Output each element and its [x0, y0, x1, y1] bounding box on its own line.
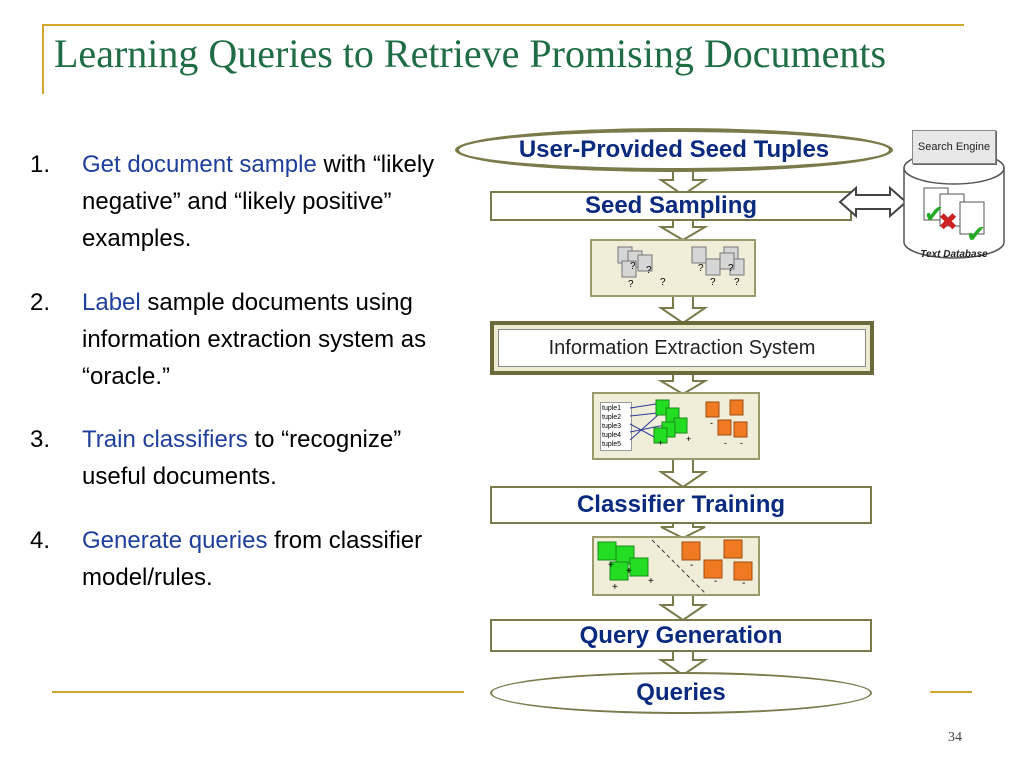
tuple-item: tuple1: [602, 405, 622, 412]
step-highlight: Train classifiers: [82, 426, 248, 454]
cross-icon: ✖: [938, 208, 958, 236]
tuple-item: tuple4: [602, 432, 622, 439]
bottom-rule-right: [930, 691, 972, 693]
step-text: Train classifiers to “recognize” useful …: [82, 421, 450, 495]
tuple-item: tuple2: [602, 414, 622, 421]
query-generation-label: Query Generation: [579, 622, 783, 649]
check-icon: ✔: [924, 200, 944, 228]
ie-system-box: Information Extraction System: [490, 321, 874, 375]
down-arrow: [657, 219, 709, 241]
tuple-item: tuple5: [602, 441, 622, 448]
minus-sign: -: [714, 576, 718, 587]
classifier-boundary-icon: [597, 539, 753, 595]
text-database-label: Text Database: [920, 249, 988, 260]
title-frame-left-line: [42, 24, 44, 94]
question-mark: ?: [728, 263, 734, 274]
search-engine-box: Search Engine: [912, 130, 996, 164]
plus-sign: +: [648, 576, 654, 587]
seed-tuples-label: User-Provided Seed Tuples: [518, 136, 830, 163]
question-mark: ?: [710, 277, 716, 288]
queries-label: Queries: [636, 679, 726, 706]
step-highlight: Generate queries: [82, 526, 268, 554]
tuple-list: tuple1 tuple2 tuple3 tuple4 tuple5: [600, 402, 632, 451]
step-text: Get document sample with “likely negativ…: [82, 146, 450, 258]
question-mark: ?: [734, 277, 740, 288]
query-generation-box: Query Generation: [490, 619, 872, 652]
search-engine-label: Search Engine: [917, 141, 991, 153]
slide-title: Learning Queries to Retrieve Promising D…: [54, 31, 887, 76]
down-arrow: [657, 458, 709, 488]
seed-tuples-oval: User-Provided Seed Tuples: [455, 128, 893, 172]
step-rest: sample documents using information extra…: [82, 288, 427, 390]
question-mark: ?: [628, 279, 634, 290]
bottom-rule-left: [52, 691, 464, 693]
database-documents-icon: ✔ ✖ ✔: [923, 187, 986, 242]
plus-sign: +: [626, 566, 632, 577]
minus-sign: -: [690, 560, 694, 571]
step-highlight: Label: [82, 288, 141, 316]
step-number: 2.: [30, 288, 51, 316]
steps-list: 1. Get document sample with “likely nega…: [30, 146, 450, 622]
seed-sampling-label: Seed Sampling: [584, 192, 758, 219]
double-arrow: [838, 185, 908, 219]
check-icon: ✔: [966, 220, 986, 242]
step-number: 3.: [30, 426, 51, 454]
minus-sign: -: [742, 578, 746, 589]
question-mark: ?: [646, 265, 652, 276]
step-rest: to “recognize” useful documents.: [82, 426, 402, 491]
page-number: 34: [948, 730, 962, 745]
title-frame-top-line: [42, 24, 964, 26]
plus-sign: +: [658, 438, 664, 448]
unlabeled-documents-icon: [617, 246, 745, 278]
step-text: Generate queries from classifier model/r…: [82, 522, 450, 596]
tuple-links-icon: [629, 399, 748, 444]
question-mark: ?: [630, 261, 636, 272]
classifier-training-box: Classifier Training: [490, 486, 872, 524]
plus-sign: +: [608, 560, 614, 571]
step-highlight: Get document sample: [82, 151, 317, 178]
classifier-training-label: Classifier Training: [576, 491, 786, 518]
queries-oval: Queries: [490, 672, 872, 714]
step-number: 4.: [30, 526, 51, 554]
question-mark: ?: [698, 263, 704, 274]
document-sample-image: ? ? ? ? ? ? ? ?: [590, 239, 756, 297]
minus-sign: -: [710, 418, 713, 428]
step-number: 1.: [30, 151, 51, 178]
question-mark: ?: [660, 277, 666, 288]
labeled-documents-image: tuple1 tuple2 tuple3 tuple4 tuple5 + + -…: [592, 392, 760, 460]
seed-sampling-box: Seed Sampling: [490, 191, 852, 221]
minus-sign: -: [724, 438, 727, 448]
tuple-item: tuple3: [602, 423, 622, 430]
classified-documents-image: + + + + - - -: [592, 536, 760, 596]
step-item: 2. Label sample documents using informat…: [30, 284, 450, 396]
step-item: 3. Train classifiers to “recognize” usef…: [30, 421, 450, 495]
ie-system-label: Information Extraction System: [498, 329, 866, 367]
step-text: Label sample documents using information…: [82, 284, 450, 396]
step-item: 4. Generate queries from classifier mode…: [30, 522, 450, 596]
step-rest: from classifier model/rules.: [82, 526, 423, 591]
step-rest: with “likely negative” and “likely posit…: [82, 151, 435, 253]
plus-sign: +: [612, 582, 618, 593]
step-item: 1. Get document sample with “likely nega…: [30, 146, 450, 258]
plus-sign: +: [686, 434, 692, 444]
minus-sign: -: [740, 438, 743, 448]
down-arrow: [657, 296, 709, 324]
